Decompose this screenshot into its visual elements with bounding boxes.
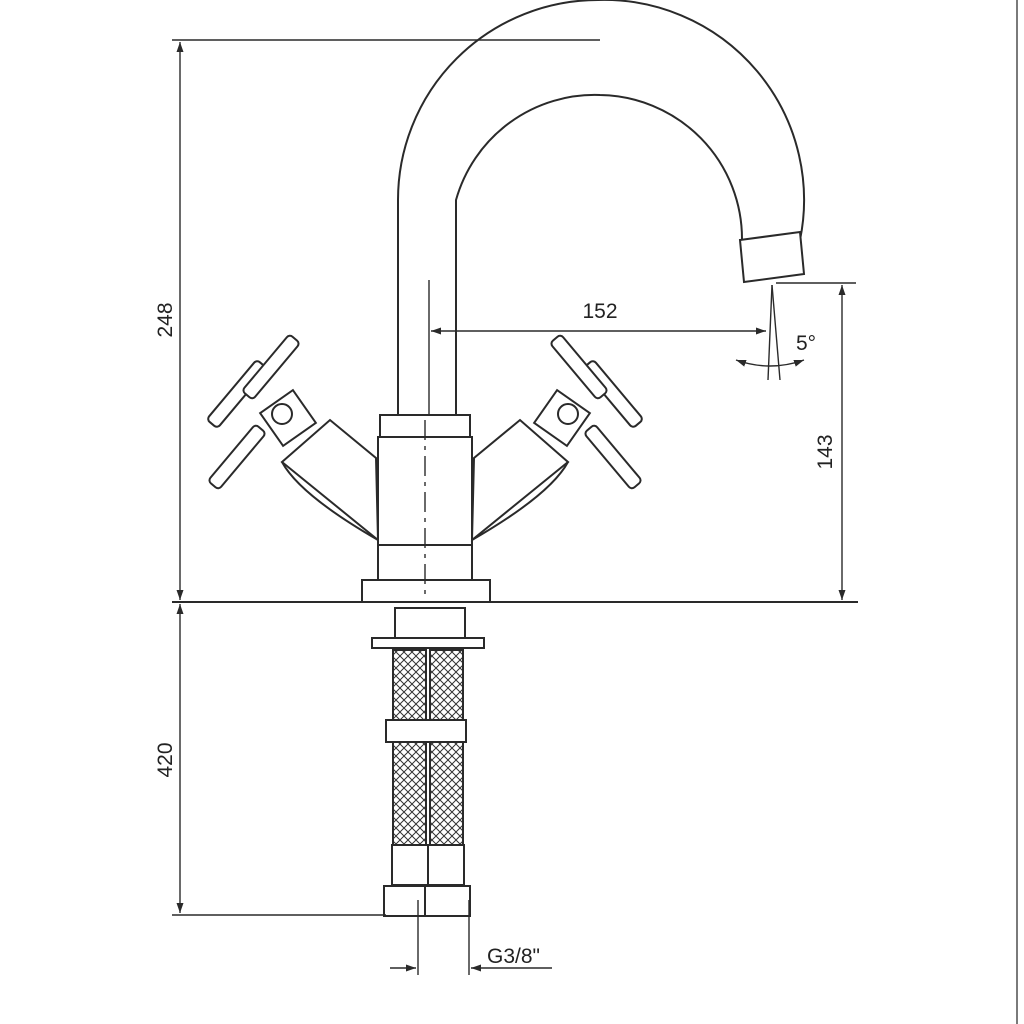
label-total-height: 248 bbox=[154, 302, 177, 337]
dimension-thread: G3/8" bbox=[390, 900, 552, 975]
dimension-spout-reach: 152 bbox=[428, 280, 766, 415]
dimension-hose-length: 420 bbox=[154, 604, 386, 916]
dimension-spout-height: 143 bbox=[776, 282, 856, 600]
dimension-total-height: 248 bbox=[154, 39, 600, 600]
label-thread: G3/8" bbox=[487, 945, 540, 968]
label-hose-length: 420 bbox=[154, 742, 177, 777]
faucet-body bbox=[361, 414, 491, 603]
supply-hoses bbox=[371, 607, 485, 917]
label-spout-reach: 152 bbox=[582, 300, 617, 323]
spout bbox=[397, 0, 806, 415]
frame-edge bbox=[1016, 0, 1018, 1024]
label-spout-height: 143 bbox=[814, 434, 837, 469]
right-handle bbox=[470, 334, 643, 543]
left-handle bbox=[207, 334, 380, 543]
dimension-spout-angle: 5° bbox=[735, 332, 816, 367]
label-spout-angle: 5° bbox=[796, 332, 816, 355]
